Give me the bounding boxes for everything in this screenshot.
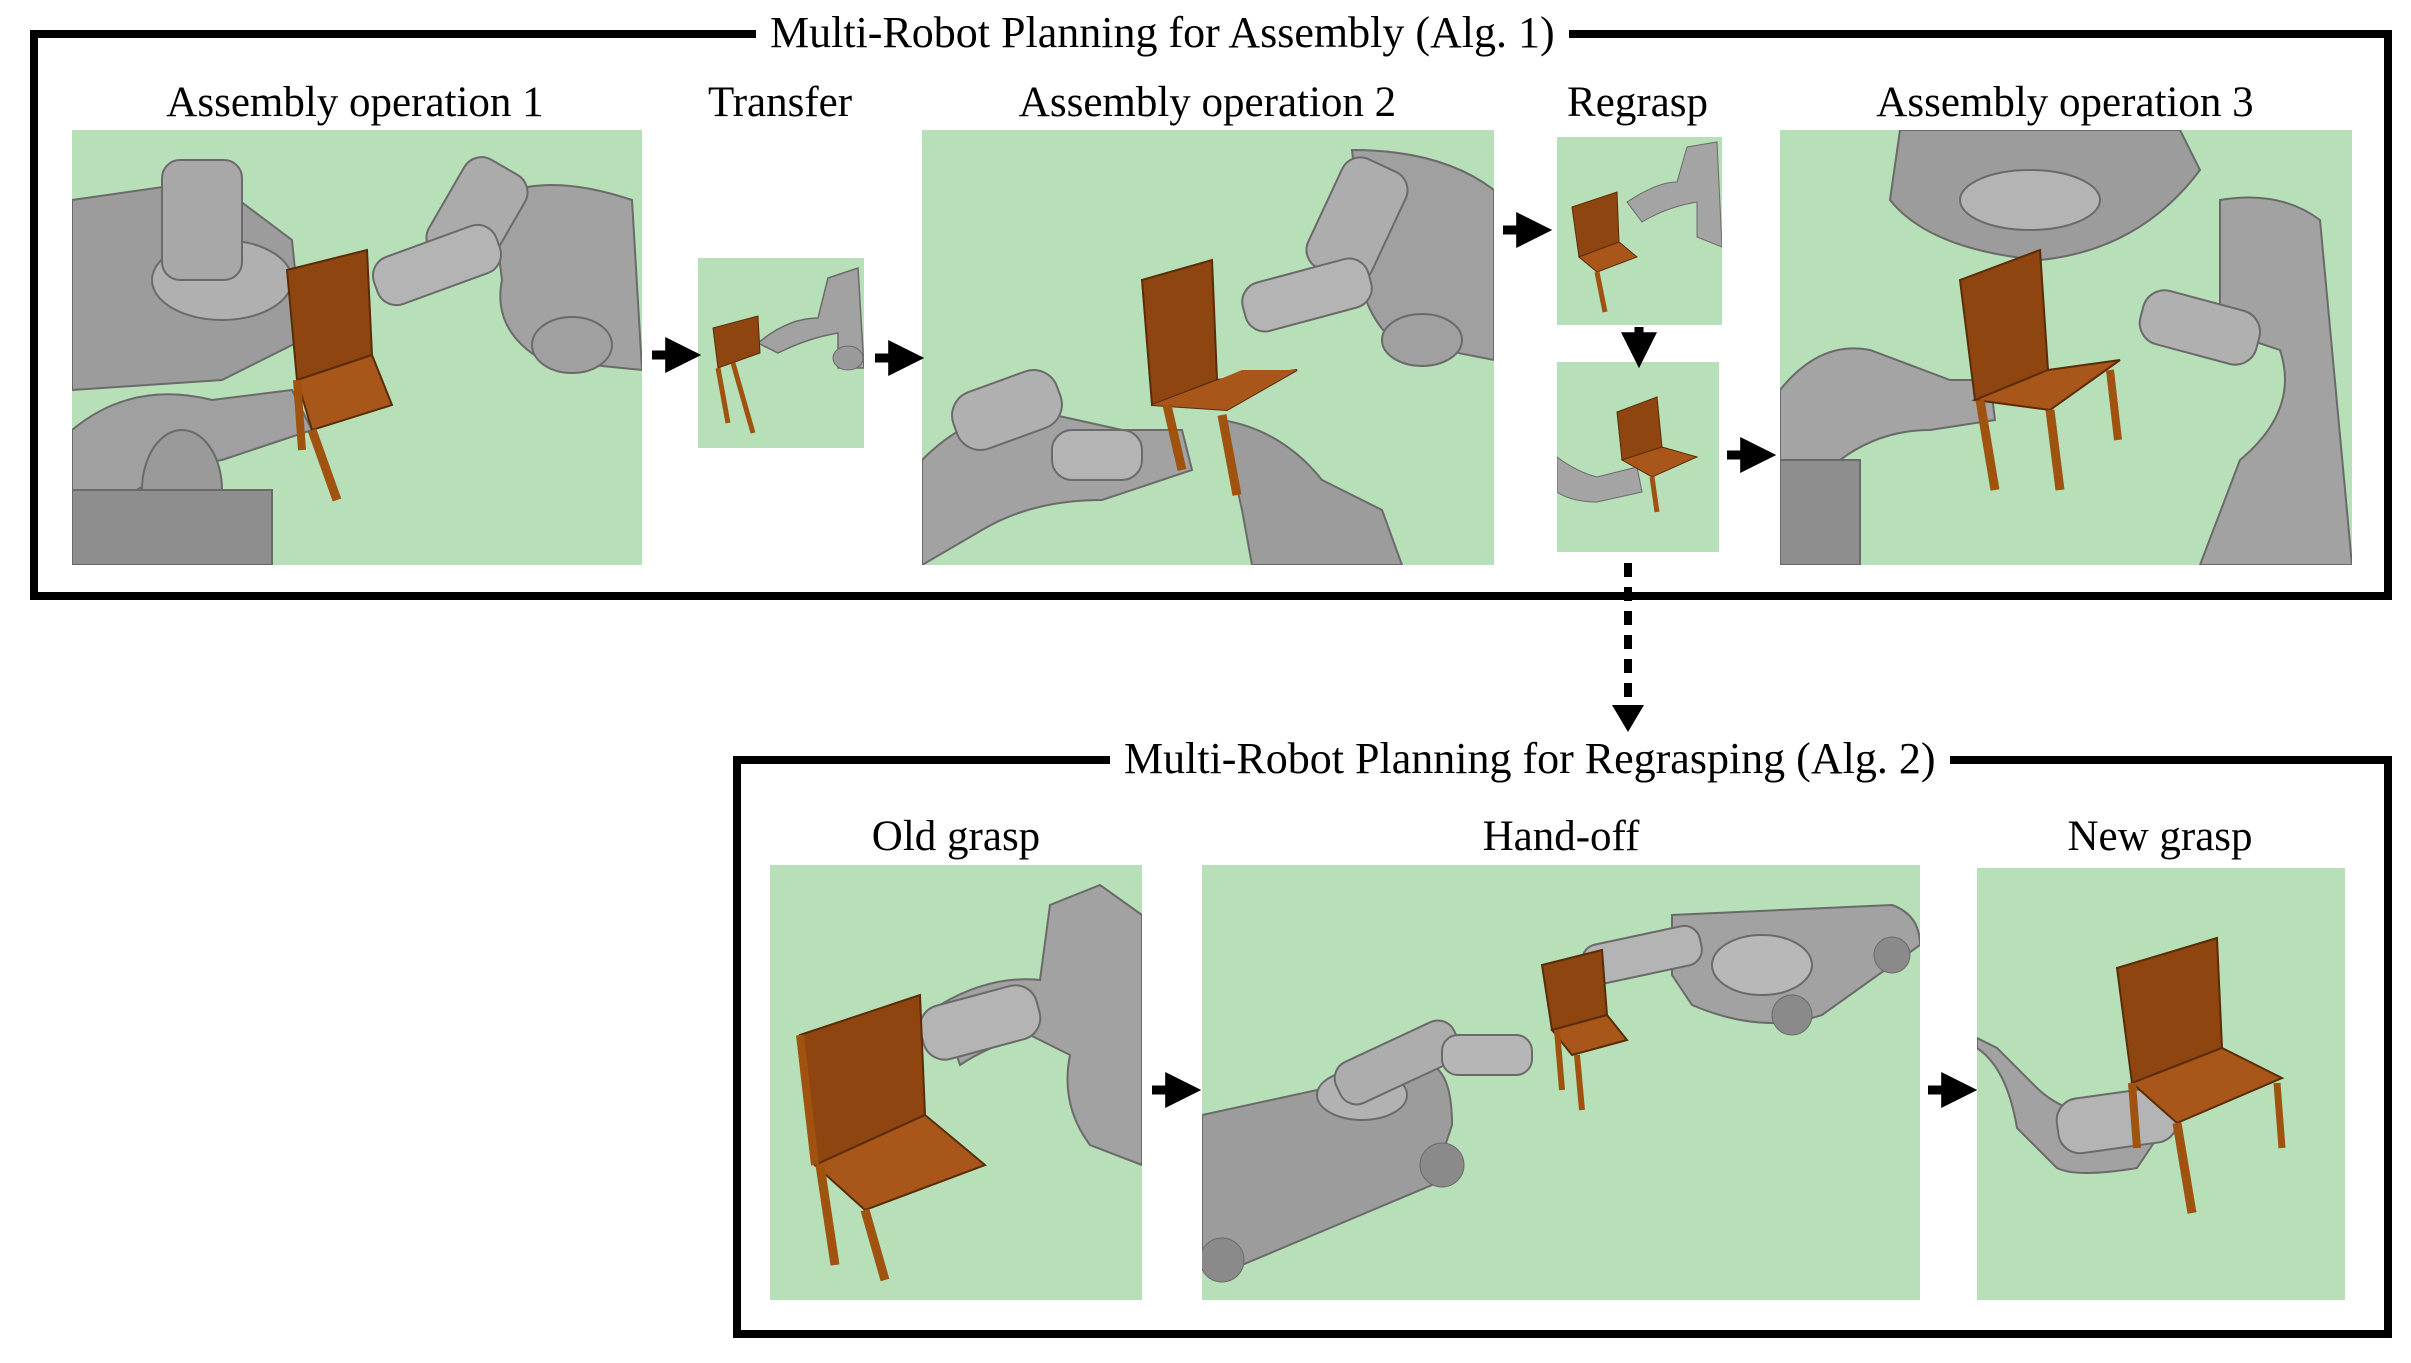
robot-arm-left-icon [922, 369, 1194, 565]
assembly-frame-title: Multi-Robot Planning for Assembly (Alg. … [756, 8, 1569, 58]
label-assembly-op2: Assembly operation 2 [1018, 79, 1397, 126]
robot-arm-icon [1557, 456, 1643, 503]
chair-icon [1140, 258, 1298, 496]
panel-hand-off [1202, 865, 1920, 1300]
robot-arm-bottom-icon [1220, 418, 1404, 565]
panel-assembly-op3 [1780, 130, 2352, 565]
chair-icon [1958, 248, 2122, 491]
label-new-grasp: New grasp [2067, 813, 2253, 860]
robot-arm-left-icon [1780, 347, 1997, 565]
panel-regrasp-top [1557, 137, 1722, 325]
robot-arm-right-icon [372, 156, 642, 374]
label-transfer: Transfer [707, 79, 853, 126]
chair-icon [712, 315, 761, 434]
chair-icon [1540, 948, 1629, 1111]
robot-arm-icon [756, 266, 864, 371]
robot-base-top-icon [1888, 130, 2202, 262]
panel-assembly-op1 [72, 130, 642, 565]
label-regrasp: Regrasp [1567, 79, 1708, 126]
mobile-robot-left-icon [1202, 1019, 1533, 1283]
regrasping-frame-title: Multi-Robot Planning for Regrasping (Alg… [1110, 734, 1950, 784]
robot-arm-right-icon [2138, 196, 2352, 565]
robot-arm-icon [1977, 1036, 2179, 1174]
chair-icon [285, 248, 394, 502]
label-assembly-op3: Assembly operation 3 [1876, 79, 2254, 126]
panel-new-grasp [1977, 868, 2345, 1300]
label-assembly-op1: Assembly operation 1 [166, 79, 544, 126]
panel-transfer [698, 258, 864, 448]
panel-assembly-op2 [922, 130, 1494, 565]
chair-icon [1571, 191, 1638, 313]
robot-base-icon [72, 159, 304, 392]
robot-arm-right-icon [1241, 148, 1494, 367]
mobile-robot-right-icon [1581, 903, 1920, 1036]
panel-old-grasp [770, 865, 1142, 1300]
label-hand-off: Hand-off [1482, 813, 1640, 860]
chair-icon [796, 993, 987, 1282]
chair-icon [2115, 936, 2286, 1214]
arrow-dashed-to-regrasping-icon [1612, 563, 1644, 732]
panel-regrasp-bottom [1557, 362, 1719, 552]
robot-arm-left-icon [72, 388, 314, 565]
robot-arm-icon [1626, 141, 1722, 248]
label-old-grasp: Old grasp [871, 813, 1041, 860]
chair-icon [1616, 396, 1699, 513]
robot-arm-icon [919, 883, 1142, 1167]
